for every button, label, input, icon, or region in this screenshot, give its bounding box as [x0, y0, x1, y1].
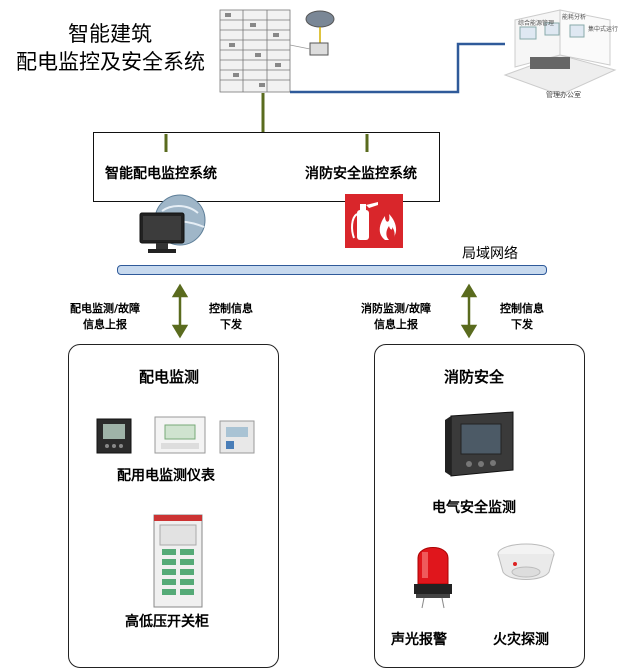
office-illustration: 综合能源管理 能耗分析 集中式运行 管理办公室: [503, 9, 618, 99]
fire-extinguisher-icon: [345, 194, 403, 248]
network-label: 局域网络: [462, 246, 518, 262]
power-down-line-1: 控制信息: [209, 302, 253, 315]
power-up-label: 配电监测/故障 信息上报: [55, 301, 155, 333]
power-up-line-2: 信息上报: [83, 318, 127, 331]
power-down-label: 控制信息 下发: [196, 301, 266, 333]
power-meters-image: [96, 416, 255, 454]
title-line-1: 智能建筑: [68, 22, 152, 46]
fire-up-label: 消防监测/故障 信息上报: [346, 301, 446, 333]
system-box-ticks: [164, 134, 369, 152]
power-down-line-2: 下发: [220, 318, 242, 331]
building-illustration: [219, 9, 335, 93]
top-connectors: [261, 42, 505, 132]
office-label-3: 集中式运行: [588, 25, 618, 33]
power-panel-heading: 配电监测: [139, 368, 200, 386]
fire-panel-heading: 消防安全: [444, 368, 505, 386]
system-box: [93, 132, 440, 202]
fire-up-line-2: 信息上报: [374, 318, 418, 331]
fire-down-line-1: 控制信息: [500, 302, 544, 315]
fire-down-line-2: 下发: [511, 318, 533, 331]
power-panel: [68, 344, 279, 668]
title-line-2: 配电监控及安全系统: [16, 50, 205, 74]
office-label-1: 综合能源管理: [518, 19, 554, 27]
fire-system-label: 消防安全监控系统: [305, 166, 417, 182]
fire-up-line-1: 消防监测/故障: [360, 302, 432, 315]
power-up-line-1: 配电监测/故障: [69, 302, 141, 315]
fire-detector-image: [497, 543, 555, 580]
switchgear-cabinet-image: [153, 514, 203, 608]
sound-light-alarm-caption: 声光报警: [391, 632, 447, 648]
network-bar: [117, 265, 547, 275]
link-arrows: [171, 283, 478, 339]
fire-down-label: 控制信息 下发: [487, 301, 557, 333]
computer-globe-icon: [139, 194, 206, 253]
office-label-2: 能耗分析: [562, 13, 586, 21]
fire-panel: [374, 344, 585, 668]
electrical-safety-caption: 电气安全监测: [432, 500, 516, 516]
power-system-label: 智能配电监控系统: [105, 166, 217, 182]
sound-light-alarm-image: [414, 547, 452, 609]
power-meters-caption: 配用电监测仪表: [117, 468, 215, 484]
switchgear-cabinet-caption: 高低压开关柜: [125, 614, 209, 630]
office-caption: 管理办公室: [546, 90, 581, 99]
fire-detector-caption: 火灾探测: [493, 632, 549, 648]
electrical-safety-monitor-image: [445, 411, 514, 477]
